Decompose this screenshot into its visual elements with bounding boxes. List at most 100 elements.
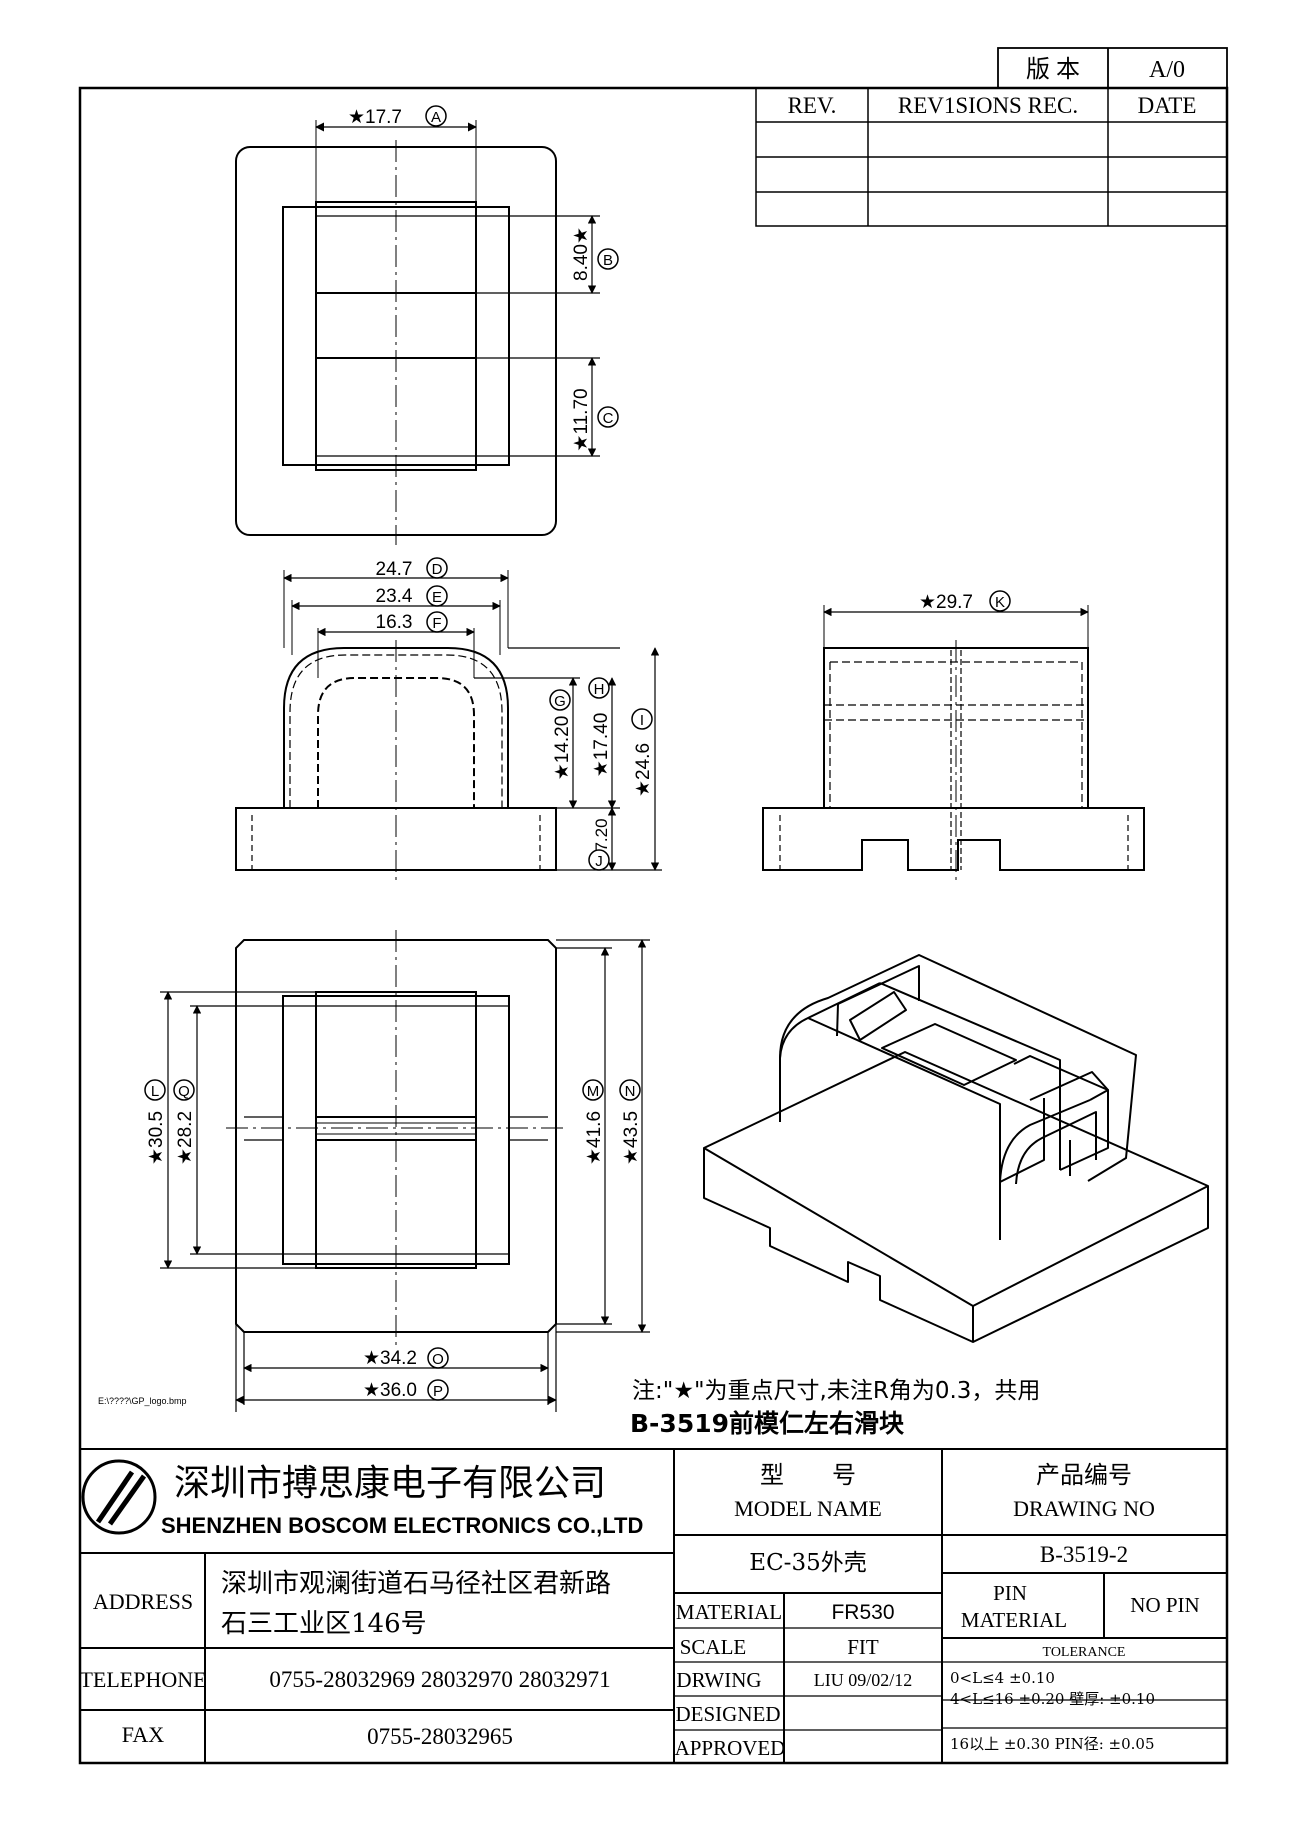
svg-text:M: M — [587, 1083, 600, 1100]
dim-L-Q-M-N-lines — [160, 939, 650, 1333]
dim-O-P-lines — [235, 1324, 557, 1412]
svg-text:H: H — [594, 681, 605, 698]
bottom-view — [226, 930, 566, 1345]
svg-text:J: J — [595, 853, 603, 870]
dim-C-callout: C — [597, 406, 619, 428]
dim-L-callout: L — [144, 1079, 166, 1101]
revisions-header: REV1SIONS REC. — [898, 93, 1078, 118]
svg-text:N: N — [625, 1083, 636, 1100]
rev-header: REV. — [788, 93, 837, 118]
svg-text:O: O — [432, 1351, 444, 1368]
svg-text:P: P — [433, 1383, 443, 1400]
dim-G-H-I-J-lines — [474, 647, 662, 871]
dim-B-C-lines — [476, 215, 600, 457]
designed-label: DESIGNED — [676, 1702, 781, 1726]
dim-O-value: ★34.2 — [363, 1348, 417, 1369]
dim-L-value: ★30.5 — [146, 1111, 167, 1165]
fax-label: FAX — [122, 1722, 164, 1747]
scale-label: SCALE — [680, 1635, 747, 1659]
dim-M-value: ★41.6 — [584, 1111, 605, 1165]
pin-material-label-1: PIN — [993, 1581, 1027, 1605]
dim-H-value: ★17.40 — [591, 713, 612, 778]
dim-A-value: ★17.7 — [348, 107, 402, 128]
dim-H-callout: H — [588, 677, 610, 699]
dim-K-callout: K — [989, 590, 1011, 612]
note-text: 注:"★"为重点尺寸,未注R角为0.3，共用 — [632, 1378, 1040, 1404]
svg-text:L: L — [151, 1083, 159, 1100]
dim-F-value: 16.3 — [376, 612, 413, 633]
drwing-value: LIU 09/02/12 — [814, 1670, 913, 1690]
dim-E-callout: E — [426, 585, 448, 607]
svg-text:F: F — [432, 615, 441, 632]
address-line2: 石三工业区146号 — [221, 1609, 427, 1639]
drawing-no-label-cn: 产品编号 — [1036, 1461, 1132, 1489]
address-label: ADDRESS — [93, 1589, 193, 1614]
pin-material-label-2: MATERIAL — [961, 1608, 1067, 1632]
dim-G-callout: G — [549, 689, 571, 711]
dim-I-callout: I — [631, 708, 653, 730]
dim-B-value: 8.40★ — [571, 227, 592, 281]
tolerance-title: TOLERANCE — [1043, 1645, 1126, 1660]
dim-C-value: ★11.70 — [571, 388, 592, 451]
dim-D-E-F-lines — [283, 573, 509, 637]
tolerance-line-2: 4<L≤16 ±0.20 壁厚: ±0.10 — [950, 1690, 1155, 1708]
svg-text:E: E — [432, 589, 442, 606]
drwing-label: DRWING — [676, 1668, 761, 1692]
dim-G-value: ★14.20 — [552, 716, 573, 781]
sheet-border — [78, 86, 1229, 1765]
version-label: 版 本 — [1026, 56, 1080, 83]
dim-M-callout: M — [582, 1079, 604, 1101]
version-value: A/0 — [1149, 57, 1185, 83]
dim-Q-callout: Q — [173, 1079, 195, 1101]
tolerance-line-1: 0<L≤4 ±0.10 — [950, 1669, 1055, 1687]
dim-P-callout: P — [427, 1379, 449, 1401]
revision-table — [755, 87, 1228, 227]
svg-text:Q: Q — [178, 1083, 190, 1100]
dim-N-callout: N — [619, 1079, 641, 1101]
dim-D-callout: D — [426, 557, 448, 579]
title-block-grid — [80, 1448, 1227, 1763]
dim-O-callout: O — [427, 1347, 449, 1369]
top-view — [235, 120, 557, 545]
model-value: EC-35外壳 — [749, 1550, 866, 1576]
material-value: FR530 — [831, 1601, 894, 1624]
dim-I-value: ★24.6 — [633, 743, 654, 797]
dim-E-value: 23.4 — [376, 586, 413, 607]
model-label-cn: 型 号 — [760, 1461, 856, 1489]
dim-D-value: 24.7 — [376, 559, 413, 580]
dim-J-value: 7.20 — [592, 818, 611, 851]
dim-A-callout: A — [425, 105, 447, 127]
telephone-label: TELEPHONE — [79, 1667, 206, 1692]
material-label: MATERIAL — [676, 1600, 782, 1624]
approved-label: APPROVED — [675, 1736, 786, 1760]
drawing-no-label-en: DRAWING NO — [1013, 1496, 1155, 1521]
company-logo — [81, 1459, 157, 1535]
date-header: DATE — [1138, 93, 1197, 118]
dim-Q-value: ★28.2 — [175, 1111, 196, 1165]
company-name-en: SHENZHEN BOSCOM ELECTRONICS CO.,LTD — [161, 1513, 643, 1538]
isometric-view — [703, 954, 1209, 1343]
dim-B-callout: B — [597, 248, 619, 270]
svg-text:D: D — [432, 561, 443, 578]
dim-K-value: ★29.7 — [919, 592, 973, 613]
part-title: B-3519前模仁左右滑块 — [630, 1409, 904, 1438]
svg-text:G: G — [554, 693, 566, 710]
title-block-thin — [674, 1627, 1227, 1731]
dim-N-value: ★43.5 — [621, 1111, 642, 1165]
svg-text:A: A — [431, 109, 441, 126]
svg-text:K: K — [995, 594, 1005, 611]
side-view — [762, 605, 1145, 880]
company-name-cn: 深圳市搏思康电子有限公司 — [174, 1463, 606, 1504]
svg-text:B: B — [603, 252, 613, 269]
pin-material-value: NO PIN — [1130, 1593, 1199, 1617]
dim-J-callout: J — [588, 849, 610, 871]
dim-F-callout: F — [426, 611, 448, 633]
drawing-no-value: B-3519-2 — [1040, 1542, 1128, 1567]
scale-value: FIT — [847, 1635, 879, 1659]
address-line1: 深圳市观澜街道石马径社区君新路 — [221, 1569, 611, 1599]
telephone-value: 0755-28032969 28032970 28032971 — [269, 1667, 610, 1692]
dim-P-value: ★36.0 — [363, 1380, 417, 1401]
svg-text:I: I — [640, 712, 644, 729]
svg-text:C: C — [603, 410, 614, 427]
